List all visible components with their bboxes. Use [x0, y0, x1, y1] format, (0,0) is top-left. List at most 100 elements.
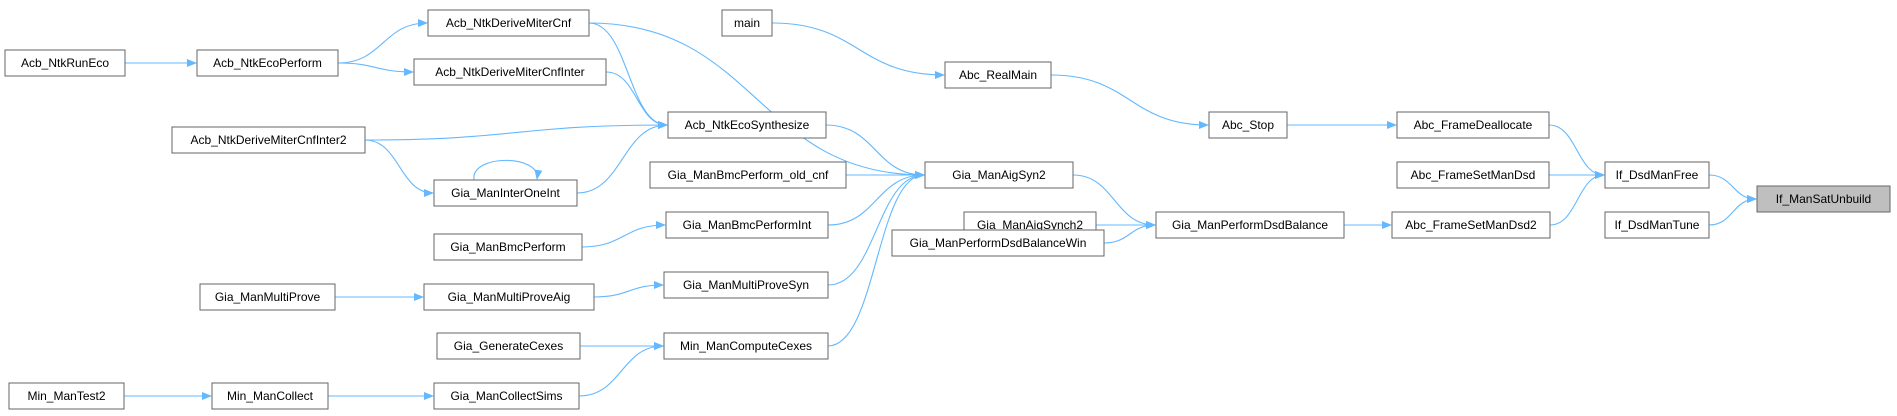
- edges-layer: [123, 19, 1757, 400]
- node-box[interactable]: [433, 382, 580, 410]
- node-giabmcperform[interactable]: Gia_ManBmcPerform: [433, 233, 583, 261]
- node-acbrun[interactable]: Acb_NtkRunEco: [4, 49, 126, 77]
- node-acbderivecnfinter[interactable]: Acb_NtkDeriveMiterCnfInter: [413, 58, 607, 86]
- node-label: Acb_NtkEcoPerform: [213, 56, 322, 70]
- node-label: Acb_NtkDeriveMiterCnf: [446, 16, 572, 30]
- node-giabmcoldcnf[interactable]: Gia_ManBmcPerform_old_cnf: [649, 161, 847, 189]
- node-box[interactable]: [667, 111, 827, 139]
- node-box[interactable]: [211, 382, 329, 410]
- node-box[interactable]: [423, 283, 595, 311]
- edge-giainterone-to-acbecosynth: [576, 121, 668, 194]
- node-giacollectsims[interactable]: Gia_ManCollectSims: [433, 382, 580, 410]
- node-acbderivecnfinter2[interactable]: Acb_NtkDeriveMiterCnfInter2: [171, 126, 366, 154]
- node-label: Gia_ManBmcPerform_old_cnf: [668, 168, 829, 182]
- edge-abcrealmain-to-abcstop: [1050, 74, 1209, 129]
- node-ifdsdtune[interactable]: If_DsdManTune: [1604, 211, 1710, 239]
- node-box[interactable]: [8, 382, 125, 410]
- node-mintest2[interactable]: Min_ManTest2: [8, 382, 125, 410]
- node-box[interactable]: [1208, 111, 1288, 139]
- node-giaperfdsdwin[interactable]: Gia_ManPerformDsdBalanceWin: [891, 229, 1105, 257]
- node-box[interactable]: [1604, 211, 1710, 239]
- node-abcstop[interactable]: Abc_Stop: [1208, 111, 1288, 139]
- node-box[interactable]: [427, 9, 590, 37]
- node-mincollect[interactable]: Min_ManCollect: [211, 382, 329, 410]
- node-label: Acb_NtkRunEco: [21, 56, 109, 70]
- node-main[interactable]: main: [721, 9, 773, 37]
- node-mincomputecexes[interactable]: Min_ManComputeCexes: [663, 332, 829, 360]
- node-abcframedealloc[interactable]: Abc_FrameDeallocate: [1396, 111, 1550, 139]
- node-label: If_ManSatUnbuild: [1776, 192, 1871, 206]
- node-label: Gia_ManMultiProveAig: [448, 290, 571, 304]
- node-box[interactable]: [433, 233, 583, 261]
- node-ifmansat[interactable]: If_ManSatUnbuild: [1756, 185, 1891, 213]
- node-box[interactable]: [1396, 111, 1550, 139]
- node-box[interactable]: [721, 9, 773, 37]
- node-acbecosynth[interactable]: Acb_NtkEcoSynthesize: [667, 111, 827, 139]
- edge-acbderivecnfinter-to-acbecosynth: [605, 71, 668, 129]
- node-label: Gia_ManAigSyn2: [952, 168, 1046, 182]
- node-box[interactable]: [1396, 161, 1550, 189]
- node-box[interactable]: [1391, 211, 1551, 239]
- node-box[interactable]: [171, 126, 366, 154]
- node-box[interactable]: [436, 332, 581, 360]
- node-label: main: [734, 16, 760, 30]
- node-box[interactable]: [196, 49, 339, 77]
- node-box[interactable]: [413, 58, 607, 86]
- edge-acbecoperform-to-acbderivecnf: [337, 19, 428, 64]
- node-abcframesetdsd[interactable]: Abc_FrameSetManDsd: [1396, 161, 1550, 189]
- nodes-layer: If_ManSatUnbuild If_DsdManFreeIf_DsdManTu…: [4, 9, 1891, 410]
- node-label: Acb_NtkDeriveMiterCnfInter: [435, 65, 584, 79]
- node-acbecoperform[interactable]: Acb_NtkEcoPerform: [196, 49, 339, 77]
- node-box[interactable]: [1155, 211, 1345, 239]
- node-acbderivecnf[interactable]: Acb_NtkDeriveMiterCnf: [427, 9, 590, 37]
- node-giaaigsyn2[interactable]: Gia_ManAigSyn2: [924, 161, 1074, 189]
- node-giainterone[interactable]: Gia_ManInterOneInt: [433, 179, 578, 207]
- node-label: Min_ManTest2: [27, 389, 105, 403]
- node-label: Abc_FrameSetManDsd2: [1405, 218, 1537, 232]
- node-giamultiprove[interactable]: Gia_ManMultiProve: [199, 283, 336, 311]
- edge-acbderivecnfinter2-to-giainterone: [364, 139, 434, 197]
- node-giagencexes[interactable]: Gia_GenerateCexes: [436, 332, 581, 360]
- edge-ifdsdtune-to-ifmansat: [1708, 195, 1757, 226]
- node-abcrealmain[interactable]: Abc_RealMain: [944, 61, 1052, 89]
- node-ifdsdfree[interactable]: If_DsdManFree: [1604, 161, 1710, 189]
- edge-abcframedealloc-to-ifdsdfree: [1548, 124, 1605, 179]
- edge-giacollectsims-to-mincomputecexes: [578, 342, 664, 397]
- node-box[interactable]: [924, 161, 1074, 189]
- node-label: Gia_ManMultiProve: [215, 290, 321, 304]
- edge-giamultiaig-to-giamultisyn: [593, 281, 664, 298]
- edge-giaaigsyn2-to-giaperfdsd: [1072, 174, 1156, 229]
- node-box[interactable]: [199, 283, 336, 311]
- node-box[interactable]: [4, 49, 126, 77]
- node-abcframesetdsd2[interactable]: Abc_FrameSetManDsd2: [1391, 211, 1551, 239]
- node-box[interactable]: [1756, 185, 1891, 213]
- node-label: Abc_FrameSetManDsd: [1411, 168, 1536, 182]
- node-box[interactable]: [944, 61, 1052, 89]
- node-label: Acb_NtkDeriveMiterCnfInter2: [190, 133, 346, 147]
- node-giabmcint[interactable]: Gia_ManBmcPerformInt: [665, 211, 829, 239]
- edge-acbderivecnf-to-giaaigsyn2: [588, 22, 925, 179]
- node-label: Acb_NtkEcoSynthesize: [685, 118, 810, 132]
- node-box[interactable]: [665, 211, 829, 239]
- node-box[interactable]: [663, 332, 829, 360]
- node-giamultiaig[interactable]: Gia_ManMultiProveAig: [423, 283, 595, 311]
- edge-acbecosynth-to-giaaigsyn2: [825, 124, 925, 179]
- node-box[interactable]: [433, 179, 578, 207]
- node-label: Abc_Stop: [1222, 118, 1274, 132]
- node-giamultisyn[interactable]: Gia_ManMultiProveSyn: [663, 271, 829, 299]
- node-label: Gia_ManMultiProveSyn: [683, 278, 809, 292]
- node-label: If_DsdManTune: [1615, 218, 1700, 232]
- edge-giabmcint-to-giaaigsyn2: [827, 171, 925, 226]
- node-box[interactable]: [891, 229, 1105, 257]
- node-box[interactable]: [663, 271, 829, 299]
- edge-giainterone-to-giainterone: [473, 159, 543, 181]
- node-box[interactable]: [1604, 161, 1710, 189]
- edge-acbderivecnfinter2-to-acbecosynth: [364, 121, 668, 141]
- node-label: Gia_ManAigSynch2: [977, 218, 1083, 232]
- node-giaperfdsd[interactable]: Gia_ManPerformDsdBalance: [1155, 211, 1345, 239]
- node-label: Gia_ManInterOneInt: [451, 186, 560, 200]
- node-box[interactable]: [649, 161, 847, 189]
- edge-giaperfdsdwin-to-giaperfdsd: [1103, 221, 1156, 244]
- node-label: Gia_ManCollectSims: [450, 389, 562, 403]
